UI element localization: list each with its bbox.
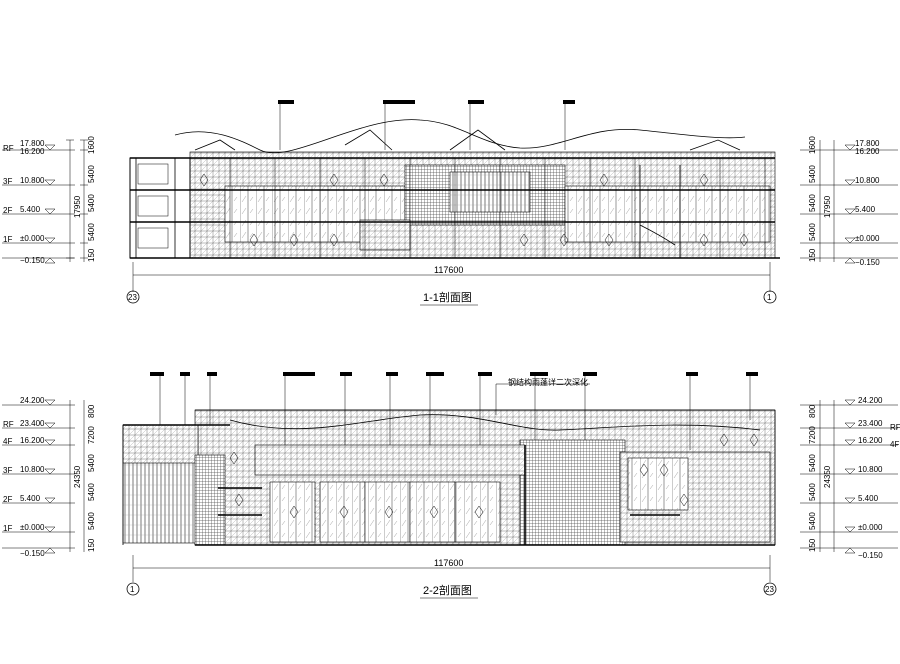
r-dim-150: 150 — [808, 248, 817, 262]
l2-floor-4f: 4F — [3, 437, 12, 446]
l2-elev-0: ±0.000 — [20, 523, 45, 532]
l2-elev-10800: 10.800 — [20, 465, 45, 474]
level-floor-3f: 3F — [3, 177, 12, 186]
r-level-elev-neg: −0.150 — [855, 258, 880, 267]
l2-dim-800: 800 — [87, 404, 96, 418]
r2-elev-16200: 16.200 — [858, 436, 883, 445]
axis-bubble-left-1 — [126, 290, 140, 304]
right-level-marks-1: 17.800 16.200 10.800 5.400 ±0.000 −0.150… — [800, 136, 898, 267]
r2-dim-5400-c: 5400 — [808, 512, 817, 530]
l2-dim-5400-a: 5400 — [87, 454, 96, 472]
dim-5400-c: 5400 — [87, 223, 96, 241]
r-level-elev-0: ±0.000 — [855, 234, 880, 243]
axis-label-right-1: 1 — [767, 293, 772, 302]
dim-5400-b: 5400 — [87, 194, 96, 212]
left-level-marks-2: 24.200 RF 23.400 4F 16.200 3F 10.800 2F … — [2, 396, 96, 558]
r2-elev-24200: 24.200 — [858, 396, 883, 405]
r2-dim-150: 150 — [808, 538, 817, 552]
l2-dim-5400-c: 5400 — [87, 512, 96, 530]
axis-label-left-1: 23 — [128, 293, 137, 302]
r2-elev-neg: −0.150 — [858, 551, 883, 560]
section-title-1: 1-1剖面图 — [423, 290, 472, 304]
l2-floor-2f: 2F — [3, 495, 12, 504]
l2-floor-1f: 1F — [3, 524, 12, 533]
l2-floor-3f: 3F — [3, 466, 12, 475]
level-elev-neg: −0.150 — [20, 256, 45, 265]
axis-label-right-2: 23 — [765, 585, 774, 594]
dim-1600: 1600 — [87, 136, 96, 154]
r-level-elev-5400: 5.400 — [855, 205, 876, 214]
r-dim-5400-a: 5400 — [808, 165, 817, 183]
level-floor-2f: 2F — [3, 206, 12, 215]
axis-label-left-2: 1 — [130, 585, 135, 594]
r2-dim-overall: 24350 — [823, 465, 832, 488]
section-2-2: 24.200 RF 23.400 4F 16.200 3F 10.800 2F … — [2, 372, 900, 599]
total-dimension-2: 117600 — [434, 558, 463, 568]
l2-elev-16200: 16.200 — [20, 436, 45, 445]
r2-floor-rf: RF — [890, 423, 900, 432]
l2-elev-23400: 23.400 — [20, 419, 45, 428]
r-level-elev-17800: 17.800 — [855, 139, 880, 148]
l2-dim-7200: 7200 — [87, 426, 96, 444]
r2-elev-0: ±0.000 — [858, 523, 883, 532]
level-floor-rf: RF — [3, 144, 14, 153]
dim-150: 150 — [87, 248, 96, 262]
r-dim-5400-b: 5400 — [808, 194, 817, 212]
level-elev-17800: 17.800 — [20, 139, 45, 148]
l2-dim-5400-b: 5400 — [87, 483, 96, 501]
r2-floor-4f: 4F — [890, 440, 899, 449]
level-floor-1f: 1F — [3, 235, 12, 244]
section-title-2: 2-2剖面图 — [423, 583, 472, 597]
bottom-dimension-1: 117600 23 1 — [126, 262, 777, 304]
r2-dim-7200: 7200 — [808, 426, 817, 444]
r2-dim-5400-a: 5400 — [808, 454, 817, 472]
r-level-elev-10800: 10.800 — [855, 176, 880, 185]
bottom-dimension-2: 117600 1 23 — [126, 555, 777, 596]
level-elev-0: ±0.000 — [20, 234, 45, 243]
level-elev-5400: 5.400 — [20, 205, 41, 214]
r2-elev-10800: 10.800 — [858, 465, 883, 474]
level-elev-10800: 10.800 — [20, 176, 45, 185]
level-elev-16200: 16.200 — [20, 147, 45, 156]
axis-bubble-right-2 — [763, 582, 777, 596]
axis-bubble-right-1 — [763, 290, 777, 304]
section-1-1: RF 17.800 16.200 3F 10.800 2F 5.400 1F ±… — [2, 100, 898, 306]
r-dim-1600: 1600 — [808, 136, 817, 154]
r2-dim-5400-b: 5400 — [808, 483, 817, 501]
wavy-roof-1 — [174, 100, 746, 154]
l2-dim-overall: 24350 — [73, 465, 82, 488]
axis-bubble-left-2 — [126, 582, 140, 596]
total-dimension-1: 117600 — [434, 265, 463, 275]
right-level-marks-2: 24.200 23.400 16.200 10.800 5.400 ±0.000… — [800, 396, 900, 560]
left-dim-chain-1: 1600 5400 5400 5400 150 17950 — [66, 136, 96, 262]
r2-elev-5400: 5.400 — [858, 494, 879, 503]
l2-floor-rf: RF — [3, 420, 14, 429]
r-dim-overall: 17950 — [823, 195, 832, 218]
l2-elev-5400: 5.400 — [20, 494, 41, 503]
l2-dim-150: 150 — [87, 538, 96, 552]
building-body-2: 钢结构雨蓬详二次深化 — [122, 372, 776, 546]
l2-elev-24200: 24.200 — [20, 396, 45, 405]
r2-elev-23400: 23.400 — [858, 419, 883, 428]
left-level-marks-1: RF 17.800 16.200 3F 10.800 2F 5.400 1F ±… — [2, 139, 75, 265]
r-level-elev-16200: 16.200 — [855, 147, 880, 156]
l2-elev-neg: −0.150 — [20, 549, 45, 558]
dim-5400-a: 5400 — [87, 165, 96, 183]
r-dim-5400-c: 5400 — [808, 223, 817, 241]
canopy-annotation: 钢结构雨蓬详二次深化 — [508, 377, 588, 387]
building-body-1 — [129, 151, 780, 259]
r2-dim-800: 800 — [808, 404, 817, 418]
dim-overall: 17950 — [73, 195, 82, 218]
